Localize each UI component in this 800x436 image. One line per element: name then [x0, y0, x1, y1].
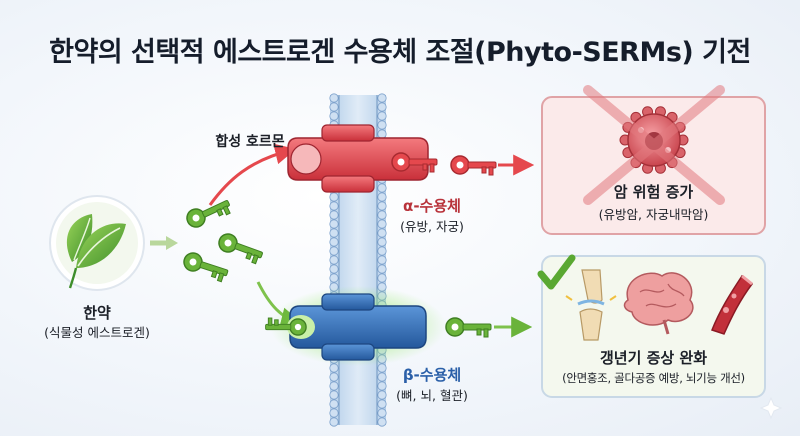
phyto-key-icon — [183, 193, 234, 232]
sparkle-icon — [759, 396, 783, 420]
synthetic-key-icon — [450, 155, 497, 176]
blood-vessel-icon — [711, 274, 754, 335]
herb-leaf-icon — [49, 195, 145, 291]
cross-mark-icon — [583, 85, 725, 205]
beta-receptor-label: β-수용체 — [402, 366, 462, 384]
beta-receptor-sub: (뼈, 뇌, 혈관) — [396, 388, 468, 403]
herb-to-keys-arrow — [150, 236, 178, 250]
herb-name: 한약 — [83, 304, 111, 322]
herb-subtitle: (식물성 에스트로겐) — [44, 325, 150, 340]
alpha-receptor-sub: (유방, 자궁) — [400, 219, 464, 234]
phyto-key-icon — [445, 317, 492, 338]
phyto-key-icon — [180, 249, 231, 284]
page-title: 한약의 선택적 에스트로겐 수용체 조절(Phyto-SERMs) 기전 — [49, 37, 751, 68]
brain-icon — [623, 272, 694, 335]
check-icon — [537, 254, 576, 290]
synthetic-hormone-label: 합성 호르몬 — [215, 134, 285, 150]
cancer-risk-card — [541, 85, 766, 235]
relief-subtitle: (안면홍조, 골다공증 예방, 뇌기능 개선) — [562, 371, 745, 385]
joint-icon — [565, 269, 617, 341]
phyto-key-icon — [215, 230, 266, 266]
symptom-relief-card — [537, 254, 766, 398]
relief-title: 갱년기 증상 완화 — [599, 349, 708, 367]
synthetic-hormone-arrow — [208, 143, 297, 206]
risk-title: 암 위험 증가 — [613, 183, 694, 201]
alpha-receptor-label: α-수용체 — [403, 197, 461, 215]
risk-subtitle: (유방암, 자궁내막암) — [598, 207, 709, 222]
alpha-receptor-icon — [287, 124, 429, 193]
